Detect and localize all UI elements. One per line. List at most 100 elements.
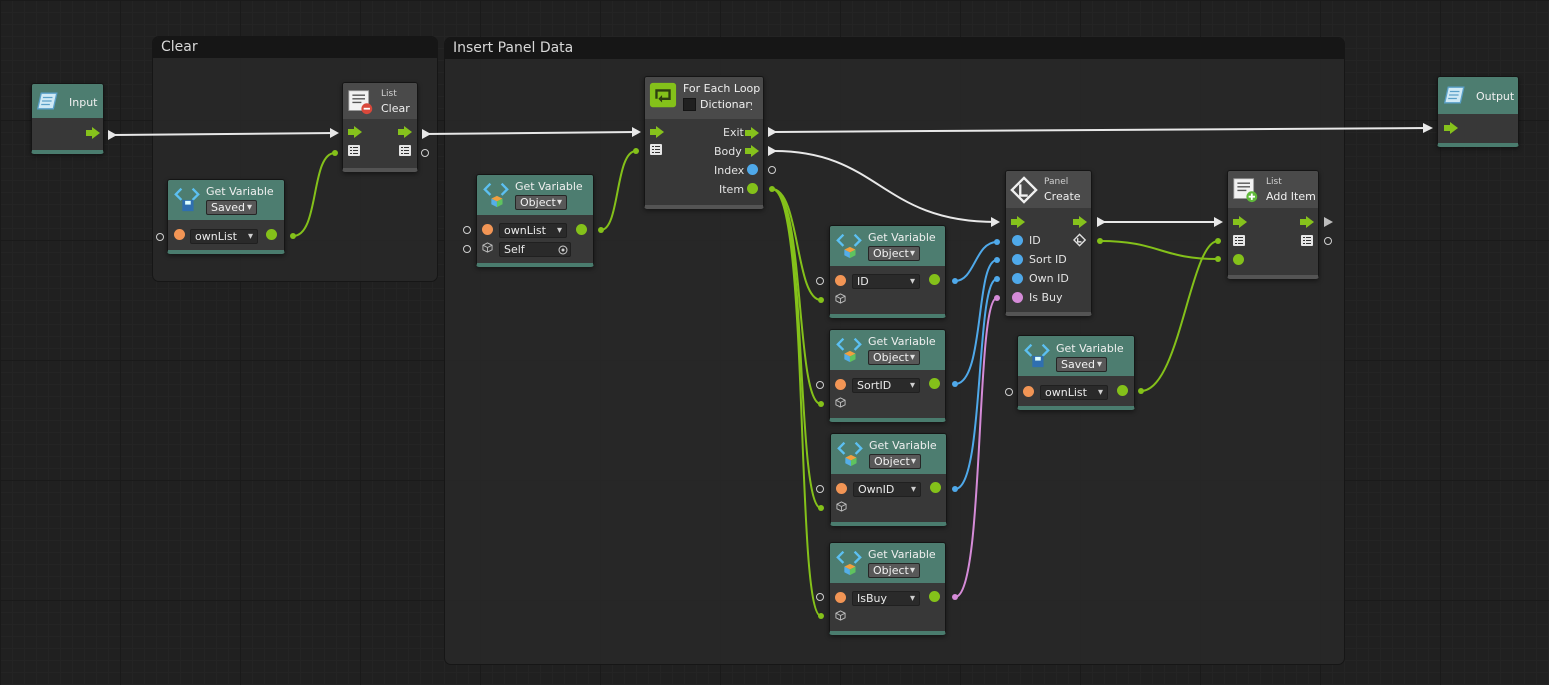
variable-name-field[interactable]: OwnID [853,482,921,497]
variable-kind-dropdown[interactable]: Saved [206,200,257,215]
index-label: Index [714,164,745,177]
dictionary-checkbox[interactable] [683,98,696,111]
control-input-port[interactable] [348,126,362,138]
variable-kind-dropdown[interactable]: Object [868,246,920,261]
sort-id-input-port[interactable] [1012,254,1023,265]
is-buy-input-port[interactable] [1012,292,1023,303]
script-icon [36,92,58,110]
variable-kind-dropdown[interactable]: Saved [1056,357,1107,372]
get-variable-isbuy-node[interactable]: Get Variable Object IsBuy [829,542,946,635]
list-clear-output-port[interactable] [421,149,429,157]
loop-icon [649,82,677,108]
list-output-icon[interactable] [1301,235,1313,246]
group-title[interactable]: Insert Panel Data [445,38,1344,59]
variable-kind-dropdown[interactable]: Object [515,195,567,210]
get-variable-ownid-node[interactable]: Get Variable Object OwnID [830,433,947,526]
name-input-port[interactable] [463,226,471,234]
variable-icon [836,233,862,259]
node-title: Output [1476,90,1515,103]
get-variable-saved-node[interactable]: Get Variable Saved ownList [1017,335,1135,410]
variable-name-field[interactable]: SortID [852,378,920,393]
string-port [174,229,185,240]
wire-boolean [954,297,998,598]
name-input-port[interactable] [816,381,824,389]
add-item-list-output-port[interactable] [1324,237,1332,245]
target-picker-icon[interactable] [558,245,568,255]
variable-name-field[interactable]: ownList [1040,385,1108,400]
control-input-port[interactable] [1011,216,1025,228]
node-title: Get Variable [868,335,936,348]
node-title: Get Variable [868,231,936,244]
value-output-port[interactable] [1117,385,1128,396]
wire-control [109,132,337,136]
variable-icon [1024,343,1050,368]
list-add-item-node[interactable]: List Add Item [1227,170,1319,279]
variable-kind-dropdown[interactable]: Object [868,350,920,365]
for-each-loop-node[interactable]: For Each Loop Dictionary Exit Body Index… [644,76,764,209]
get-variable-id-node[interactable]: Get Variable Object ID [829,225,946,318]
variable-kind-dropdown[interactable]: Object [868,563,920,578]
get-variable-object-node[interactable]: Get Variable Object ownList Self [476,174,594,267]
control-input-port[interactable] [1444,122,1458,134]
node-title: Get Variable [515,180,583,193]
target-field[interactable]: Self [499,242,571,257]
variable-name-field[interactable]: ownList [190,229,258,244]
get-variable-sortid-node[interactable]: Get Variable Object SortID [829,329,946,422]
id-label: ID [1029,234,1041,247]
control-input-port[interactable] [650,126,664,138]
wire-control [773,150,997,223]
name-input-port[interactable] [1005,388,1013,396]
is-buy-label: Is Buy [1029,291,1063,304]
add-item-control-output-port[interactable] [1324,217,1333,227]
list-clear-node[interactable]: List Clear [342,82,418,172]
control-input-port[interactable] [1233,216,1247,228]
script-icon [1443,86,1465,104]
body-output-port[interactable] [745,145,759,157]
name-input-port[interactable] [816,485,824,493]
control-output-port[interactable] [398,126,412,138]
node-title: Create [1044,190,1081,203]
value-output-port[interactable] [576,224,587,235]
collection-input-icon[interactable] [650,144,662,155]
cube-icon [835,397,846,408]
input-node[interactable]: Input [31,83,104,154]
name-input-port[interactable] [816,593,824,601]
node-title: Get Variable [868,548,936,561]
node-category: List [381,89,397,99]
control-output-port[interactable] [1073,216,1087,228]
value-output-port[interactable] [929,591,940,602]
exit-output-port[interactable] [745,127,759,139]
value-output-port[interactable] [266,229,277,240]
node-title: Input [69,96,98,109]
value-output-port[interactable] [929,378,940,389]
group-title[interactable]: Clear [153,37,437,58]
variable-name-field[interactable]: IsBuy [852,591,920,606]
exit-label: Exit [723,126,744,139]
variable-kind-dropdown[interactable]: Object [869,454,921,469]
get-variable-saved-node[interactable]: Get Variable Saved ownList [167,179,285,254]
index-hollow-port[interactable] [768,166,776,174]
index-output-port[interactable] [747,164,758,175]
list-input-icon[interactable] [348,145,360,156]
own-id-input-port[interactable] [1012,273,1023,284]
panel-create-node[interactable]: Panel Create ID Sort ID Own ID Is Buy [1005,170,1092,316]
id-input-port[interactable] [1012,235,1023,246]
item-output-port[interactable] [747,183,758,194]
output-node[interactable]: Output [1437,76,1519,147]
name-input-port[interactable] [156,233,164,241]
value-output-port[interactable] [930,482,941,493]
control-output-port[interactable] [1300,216,1314,228]
value-output-port[interactable] [929,274,940,285]
list-output-icon[interactable] [399,145,411,156]
variable-name-field[interactable]: ID [852,274,920,289]
control-output-port[interactable] [86,127,100,139]
panel-output-icon[interactable] [1073,233,1088,247]
name-input-port[interactable] [816,277,824,285]
node-title: Get Variable [869,439,937,452]
variable-name-field[interactable]: ownList [499,223,567,238]
item-input-port[interactable] [1233,254,1244,265]
list-input-icon[interactable] [1233,235,1245,246]
target-input-port[interactable] [463,245,471,253]
wire-object [600,150,637,231]
node-category: Panel [1044,177,1069,187]
